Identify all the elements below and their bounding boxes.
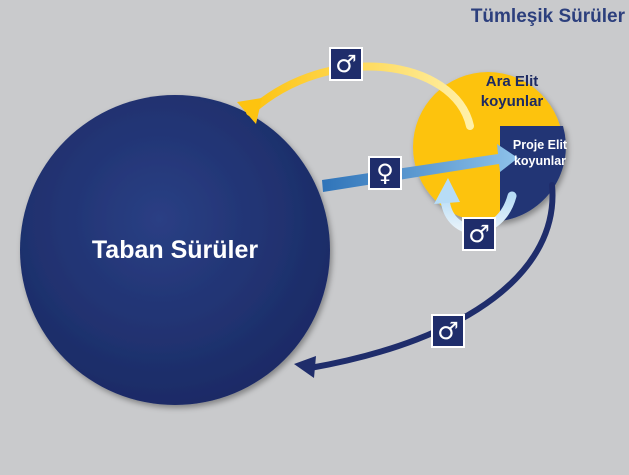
loop-arrowhead <box>434 178 460 204</box>
female-symbol-icon: ♀ <box>368 156 402 190</box>
proje-elite-label: Proje Elit koyunlar <box>503 137 577 169</box>
male-transfer-arrowhead-top <box>237 98 262 124</box>
male-symbol-icon-top: ♂ <box>329 47 363 81</box>
base-flock-label: Taban Sürüler <box>91 236 259 264</box>
male-return-arrow <box>307 182 556 371</box>
integrated-flocks-title: Tümleşik Sürüler <box>470 6 625 27</box>
proje-elite-quadrant <box>500 126 566 221</box>
proje-elite-label-line1: Proje Elit <box>512 138 568 152</box>
male-symbol-icon-return: ♂ <box>431 314 465 348</box>
base-flock-circle <box>20 95 330 405</box>
male-symbol-icon-loop: ♂ <box>462 217 496 251</box>
male-return-arrowhead <box>294 356 316 378</box>
ara-elite-label: Ara Elit koyunlar <box>452 72 572 112</box>
ara-elite-label-line2: koyunlar <box>480 93 544 110</box>
male-transfer-arrow-top <box>246 62 474 130</box>
proje-elite-label-line2: koyunlar <box>513 154 567 168</box>
ara-elite-label-line1: Ara Elit <box>485 73 539 90</box>
